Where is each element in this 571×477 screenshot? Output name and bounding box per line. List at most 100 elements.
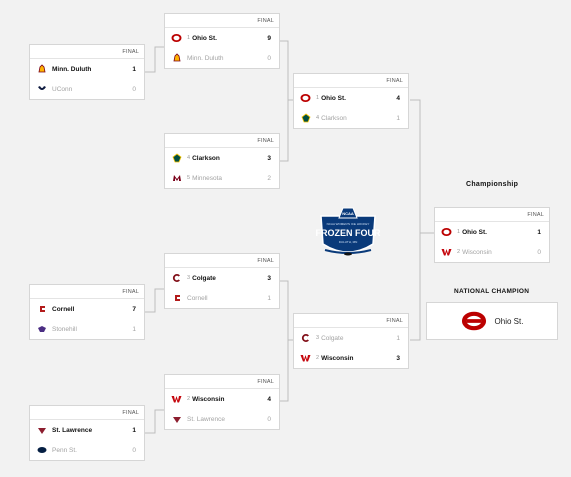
minnesota-logo-icon [171,173,182,184]
team-score: 1 [537,228,541,236]
stlawrence-logo-icon [171,414,182,425]
uconn-logo-icon [36,84,47,95]
game-status: FINAL [165,375,279,389]
team-row[interactable]: 2 Wisconsin 3 [294,348,408,368]
wisconsin-logo-icon [171,394,182,405]
team-seed: 2 [316,355,320,361]
regional-game-3[interactable]: FINAL St. Lawrence 1 Penn St. 0 [29,405,145,461]
quarterfinal-game-2[interactable]: FINAL 4 Clarkson 3 5 Minnesota 2 [164,133,280,189]
duluth-logo-icon [36,64,47,75]
team-row[interactable]: 3 Colgate 3 [165,268,279,288]
team-score: 3 [267,274,271,282]
team-row[interactable]: Cornell 1 [165,288,279,308]
team-score: 1 [396,114,400,122]
clarkson-logo-icon [171,153,182,164]
team-score: 7 [132,305,136,313]
national-champion-name: Ohio St. [494,316,524,326]
team-seed: 4 [187,155,191,161]
cornell-logo-icon [171,293,182,304]
team-row[interactable]: Stonehill 1 [30,319,144,339]
team-name: Wisconsin [462,248,492,256]
team-name: Penn St. [52,446,77,454]
game-status: FINAL [165,254,279,268]
team-score: 4 [267,395,271,403]
team-score: 1 [132,426,136,434]
game-status: FINAL [435,208,549,222]
stlawrence-logo-icon [36,425,47,436]
quarterfinal-game-3[interactable]: FINAL 3 Colgate 3 Cornell 1 [164,253,280,309]
team-name: St. Lawrence [187,415,225,423]
game-status: FINAL [165,14,279,28]
team-name: Cornell [52,305,75,313]
frozen-four-main-text: FROZEN FOUR [316,228,381,238]
semifinal-game-2[interactable]: FINAL 3 Colgate 1 2 Wisconsin 3 [293,313,409,369]
team-row[interactable]: 1 Ohio St. 9 [165,28,279,48]
team-name: Minnesota [192,174,223,182]
team-name: Minn. Duluth [52,65,92,73]
team-row[interactable]: 2 Wisconsin 0 [435,242,549,262]
team-row[interactable]: 2 Wisconsin 4 [165,389,279,409]
championship-label: Championship [466,181,519,188]
colgate-logo-icon [171,273,182,284]
team-row[interactable]: 4 Clarkson 1 [294,108,408,128]
team-seed: 4 [316,115,320,121]
team-name: St. Lawrence [52,426,93,434]
frozen-four-city-text: DULUTH, MN [339,240,358,244]
ohiost-logo-icon [441,227,452,238]
game-status: FINAL [294,314,408,328]
national-champion-label: NATIONAL CHAMPION [454,288,530,295]
ohiost-logo-icon [461,308,487,334]
team-seed: 1 [316,95,320,101]
duluth-logo-icon [171,53,182,64]
stonehill-logo-icon [36,324,47,335]
team-score: 0 [267,54,271,62]
quarterfinal-game-4[interactable]: FINAL 2 Wisconsin 4 St. Lawrence 0 [164,374,280,430]
championship-game[interactable]: FINAL 1 Ohio St. 1 2 Wisconsin 0 [434,207,550,263]
team-row[interactable]: 1 Ohio St. 1 [435,222,549,242]
team-score: 1 [396,334,400,342]
team-name: Ohio St. [321,94,346,102]
team-score: 3 [396,354,400,362]
semifinal-game-1[interactable]: FINAL 1 Ohio St. 4 4 Clarkson 1 [293,73,409,129]
national-champion-card[interactable]: Ohio St. [426,302,558,340]
team-row[interactable]: 5 Minnesota 2 [165,168,279,188]
regional-game-1[interactable]: FINAL Minn. Duluth 1 UConn 0 [29,44,145,100]
team-score: 0 [537,248,541,256]
quarterfinal-game-1[interactable]: FINAL 1 Ohio St. 9 Minn. Duluth 0 [164,13,280,69]
team-row[interactable]: Minn. Duluth 1 [30,59,144,79]
team-row[interactable]: 4 Clarkson 3 [165,148,279,168]
team-name: Colgate [192,274,216,282]
game-status: FINAL [30,406,144,420]
team-score: 1 [132,325,136,333]
team-row[interactable]: 3 Colgate 1 [294,328,408,348]
team-name: Ohio St. [462,228,487,236]
team-name: Wisconsin [192,395,225,403]
wisconsin-logo-icon [441,247,452,258]
team-seed: 1 [457,229,461,235]
team-row[interactable]: Cornell 7 [30,299,144,319]
team-row[interactable]: St. Lawrence 0 [165,409,279,429]
team-row[interactable]: St. Lawrence 1 [30,420,144,440]
team-score: 4 [396,94,400,102]
frozen-four-logo: NCAA NCAA WOMEN'S ICE HOCKEY FROZEN FOUR… [313,204,383,262]
team-seed: 2 [457,249,461,255]
team-score: 1 [267,294,271,302]
team-name: Clarkson [321,114,347,122]
game-status: FINAL [165,134,279,148]
team-name: Stonehill [52,325,77,333]
team-row[interactable]: UConn 0 [30,79,144,99]
team-seed: 2 [187,396,191,402]
team-name: Ohio St. [192,34,217,42]
team-row[interactable]: Penn St. 0 [30,440,144,460]
team-seed: 5 [187,175,191,181]
team-row[interactable]: Minn. Duluth 0 [165,48,279,68]
team-row[interactable]: 1 Ohio St. 4 [294,88,408,108]
team-score: 2 [267,174,271,182]
team-score: 3 [267,154,271,162]
ohiost-logo-icon [300,93,311,104]
regional-game-2[interactable]: FINAL Cornell 7 Stonehill 1 [29,284,145,340]
team-name: Clarkson [192,154,220,162]
team-score: 0 [132,446,136,454]
game-status: FINAL [294,74,408,88]
